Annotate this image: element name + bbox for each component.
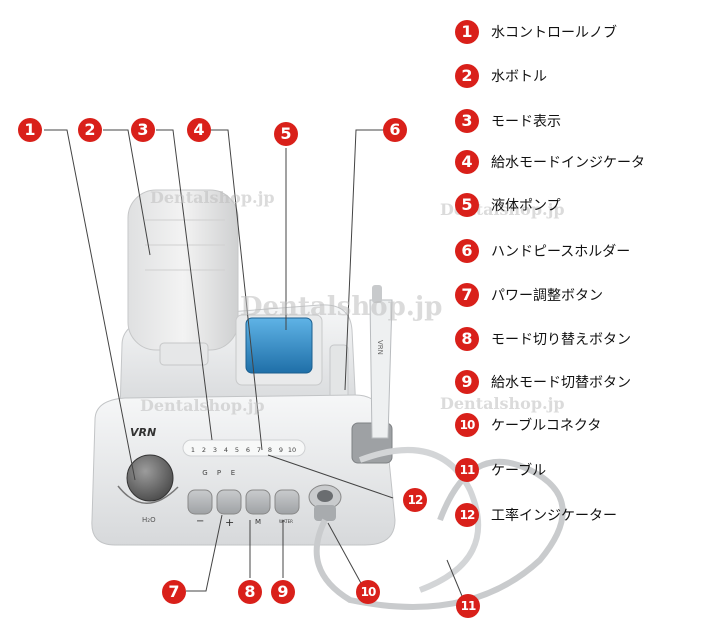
watermark: Dentalshop.jp xyxy=(150,188,275,207)
scale-tick-label: 1 xyxy=(191,446,195,454)
minus-label: − xyxy=(196,516,204,527)
legend-label: ハンドピースホルダー xyxy=(491,244,631,260)
scale-tick-label: 6 xyxy=(246,446,250,454)
legend-number: 7 xyxy=(455,283,479,307)
legend-item: 6 ハンドピースホルダー xyxy=(455,238,630,264)
liquid-pump xyxy=(235,314,323,386)
legend-label: 水ボトル xyxy=(491,69,547,85)
legend-item: 2 水ボトル xyxy=(455,63,547,89)
legend-label: パワー調整ボタン xyxy=(491,288,603,304)
legend-label: ケーブルコネクタ xyxy=(491,418,602,434)
callout-badge-6: 6 xyxy=(383,118,407,142)
cable-connector xyxy=(308,484,342,521)
callout-badge-9: 9 xyxy=(271,580,295,604)
water-mode-button xyxy=(274,489,300,515)
water-control-knob xyxy=(126,454,174,502)
scale-tick-label: 9 xyxy=(279,446,283,454)
watermark: Dentalshop.jp xyxy=(240,292,443,322)
plus-label: + xyxy=(225,516,234,529)
mode-label: G xyxy=(202,469,207,477)
callout-badge-4: 4 xyxy=(187,118,211,142)
legend-label: 液体ポンプ xyxy=(491,198,561,214)
legend-item: 12 工率インジケーター xyxy=(455,502,617,528)
mode-label: M xyxy=(255,518,261,526)
legend-number: 9 xyxy=(455,370,479,394)
watermark: Dentalshop.jp xyxy=(440,394,565,413)
legend-item: 3 モード表示 xyxy=(455,108,561,134)
legend-label: 給水モード切替ボタン xyxy=(491,375,631,391)
callout-badge-7: 7 xyxy=(162,580,186,604)
legend-label: 給水モードインジケータ xyxy=(491,155,645,171)
water-bottle xyxy=(127,189,239,366)
legend-number: 8 xyxy=(455,327,479,351)
legend-label: モード表示 xyxy=(491,114,561,130)
power-indicator-panel xyxy=(182,439,306,457)
legend-number: 5 xyxy=(455,193,479,217)
scale-tick-label: 10 xyxy=(288,446,296,454)
scale-tick-label: 8 xyxy=(268,446,272,454)
handpiece: VRN xyxy=(369,285,393,439)
brand-label: VRN xyxy=(130,426,156,439)
legend-label: ケーブル xyxy=(491,463,547,479)
handpiece-brand: VRN xyxy=(376,340,384,355)
scale-tick-label: 5 xyxy=(235,446,239,454)
callout-badge-12: 12 xyxy=(403,488,427,512)
cable xyxy=(313,458,566,610)
legend-item: 4 給水モードインジケータ xyxy=(455,149,645,175)
scale-tick-label: 2 xyxy=(202,446,206,454)
legend-number: 10 xyxy=(455,413,479,437)
legend-label: モード切り替えボタン xyxy=(491,332,631,348)
legend-number: 11 xyxy=(455,458,479,482)
legend-number: 12 xyxy=(455,503,479,527)
legend-number: 4 xyxy=(455,150,479,174)
legend-number: 3 xyxy=(455,109,479,133)
watermark: Dentalshop.jp xyxy=(140,396,265,415)
legend-item: 1 水コントロールノブ xyxy=(455,19,617,45)
mode-label: E xyxy=(231,469,235,477)
scale-tick-label: 3 xyxy=(213,446,217,454)
legend-item: 11 ケーブル xyxy=(455,457,546,483)
legend-item: 9 給水モード切替ボタン xyxy=(455,369,631,395)
water-mode-label: WATER xyxy=(279,519,293,524)
mode-button xyxy=(245,489,271,515)
scale-tick-label: 7 xyxy=(257,446,261,454)
callout-badge-11: 11 xyxy=(456,594,480,618)
callout-badge-1: 1 xyxy=(18,118,42,142)
legend-number: 1 xyxy=(455,20,479,44)
legend-number: 2 xyxy=(455,64,479,88)
power-plus-button xyxy=(216,489,242,515)
legend-item: 8 モード切り替えボタン xyxy=(455,326,631,352)
callout-badge-3: 3 xyxy=(131,118,155,142)
callout-badge-10: 10 xyxy=(356,580,380,604)
button-row[interactable] xyxy=(187,489,300,515)
mode-label: P xyxy=(217,469,221,477)
callout-badge-2: 2 xyxy=(78,118,102,142)
legend-item: 7 パワー調整ボタン xyxy=(455,282,603,308)
power-minus-button xyxy=(187,489,213,515)
legend-item: 10 ケーブルコネクタ xyxy=(455,412,601,438)
legend-label: 工率インジケーター xyxy=(491,508,617,524)
legend-item: 5 液体ポンプ xyxy=(455,192,561,218)
legend-number: 6 xyxy=(455,239,479,263)
scale-tick-label: 4 xyxy=(224,446,228,454)
water-label: H₂O xyxy=(142,516,156,524)
callout-badge-5: 5 xyxy=(274,122,298,146)
callout-badge-8: 8 xyxy=(238,580,262,604)
legend-label: 水コントロールノブ xyxy=(491,25,617,41)
